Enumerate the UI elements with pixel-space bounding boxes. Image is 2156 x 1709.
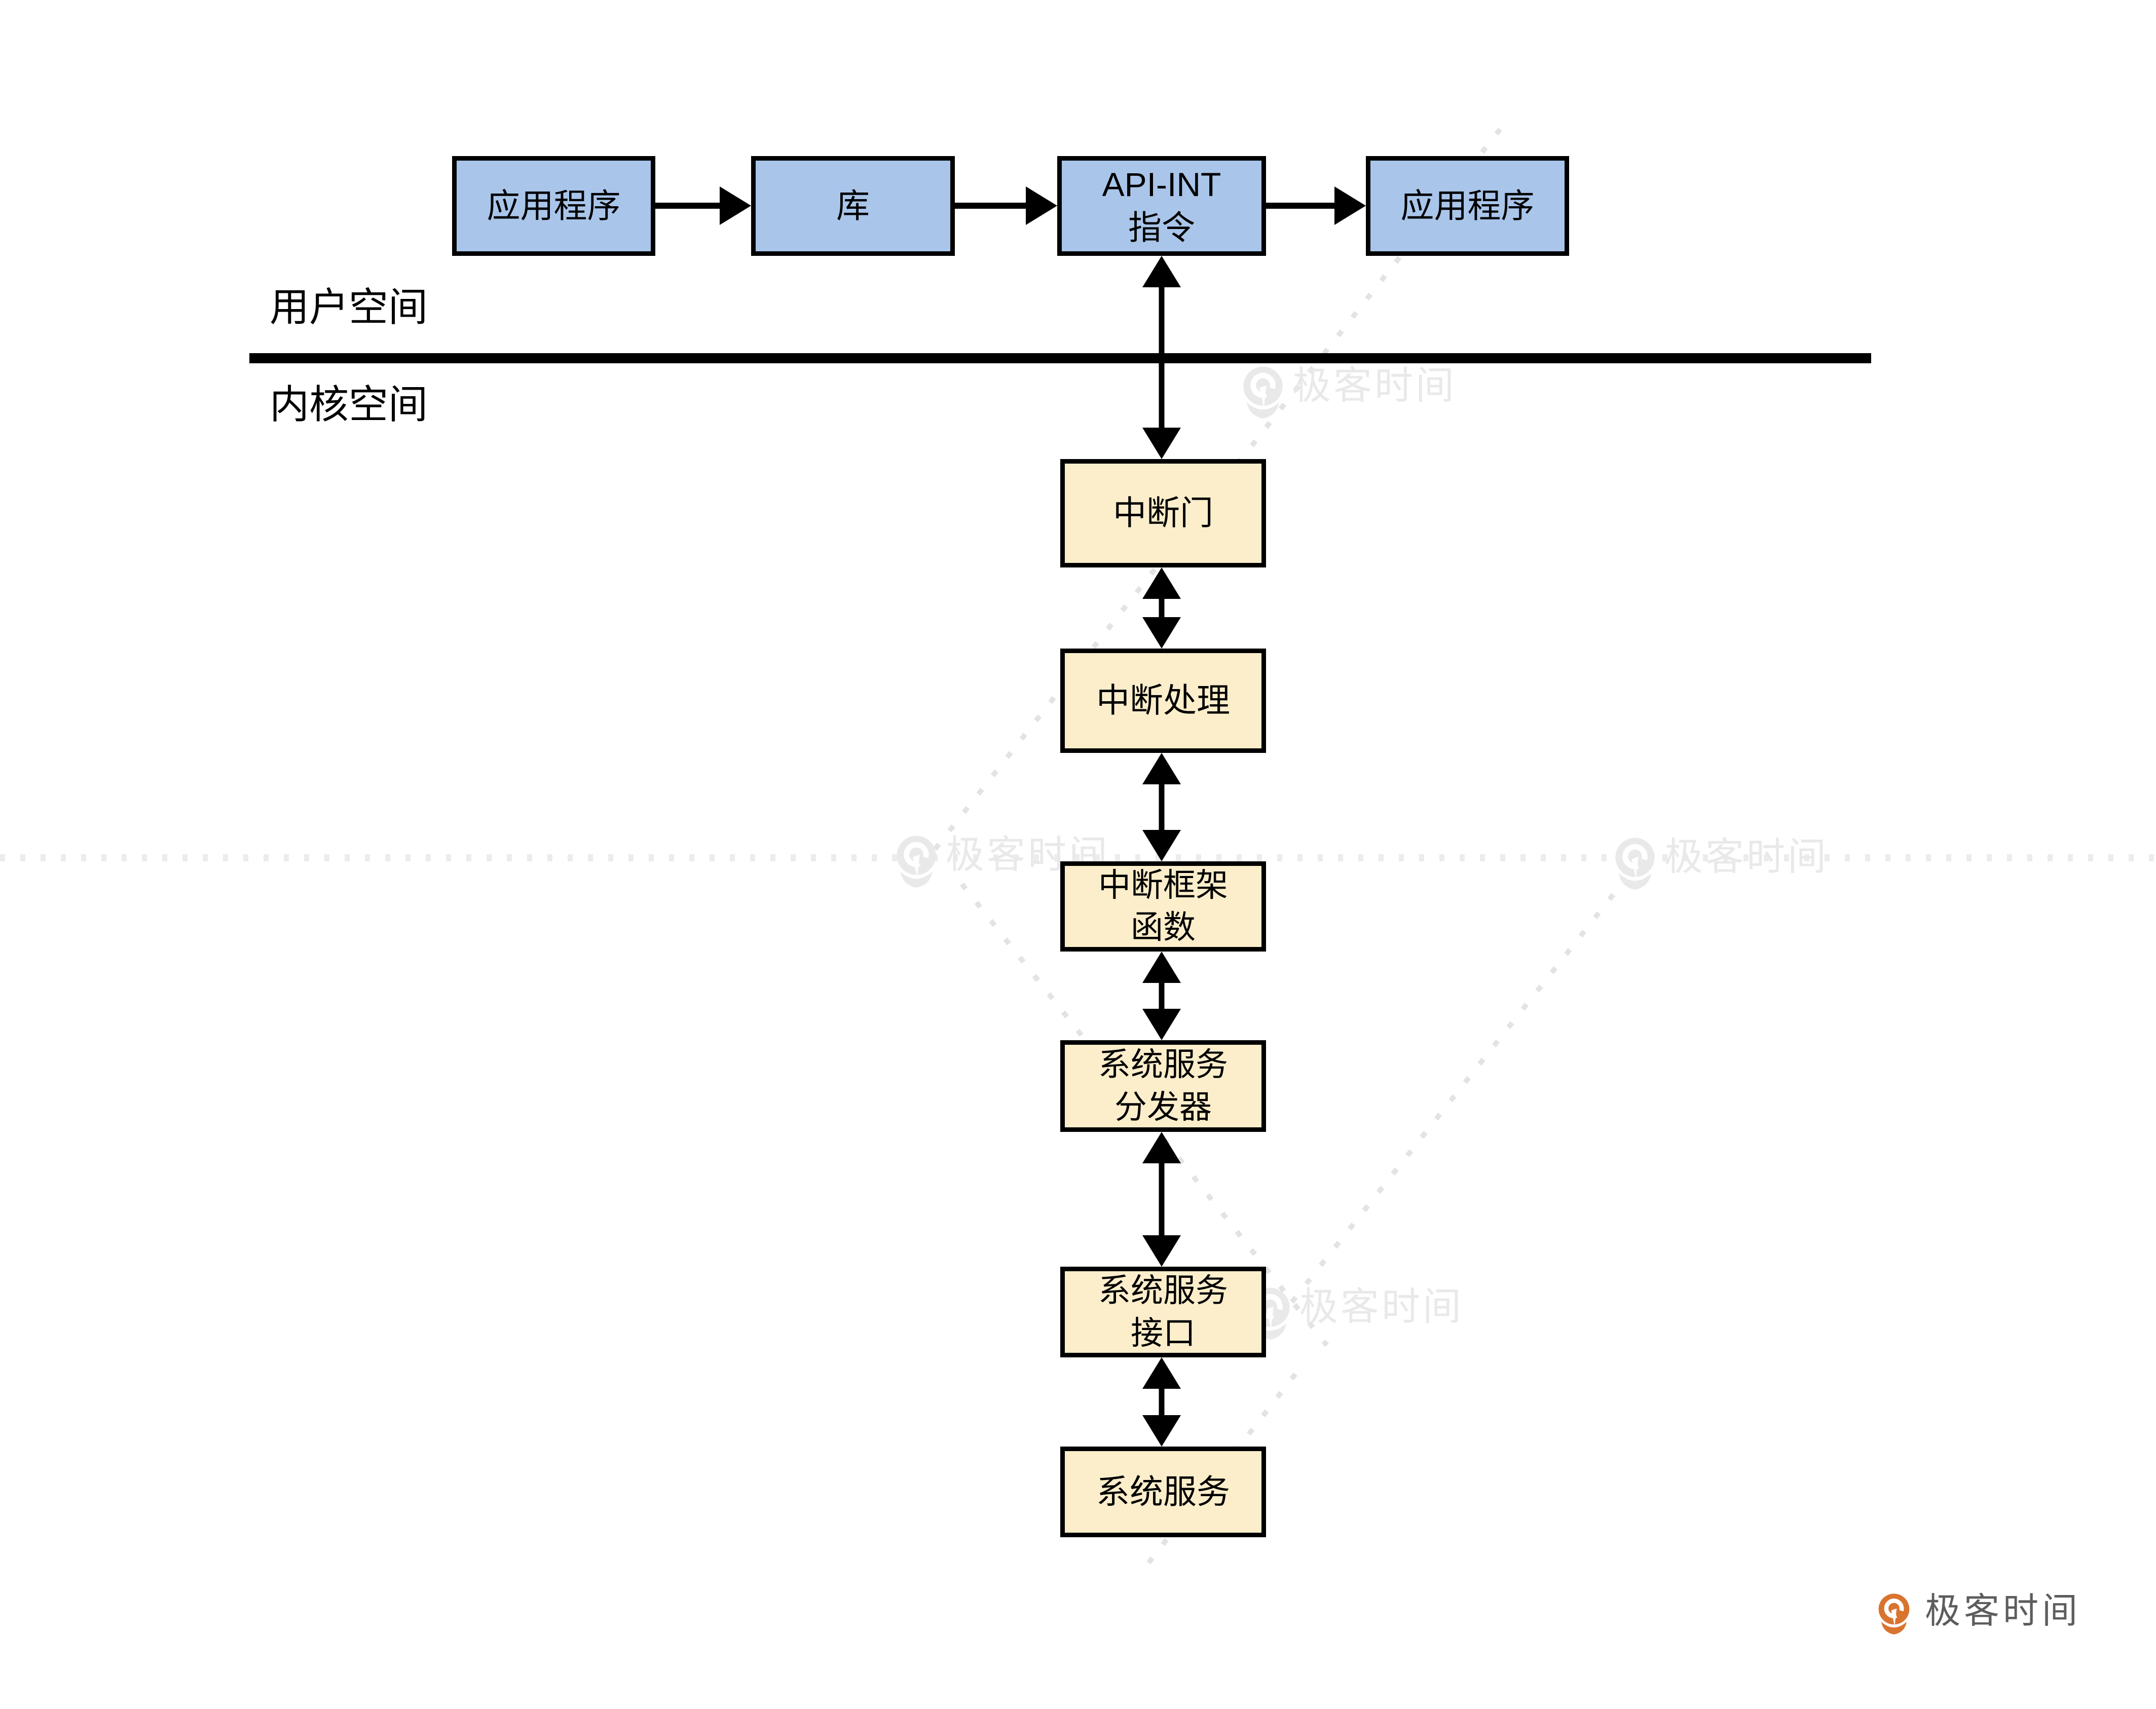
box-system-service: 系统服务 [1060,1447,1266,1537]
watermark: 极客时间 [1614,837,1829,892]
geektime-logo-icon [1614,837,1656,892]
watermark-label: 极客时间 [1299,1285,1464,1328]
arrow-dispatcher-interface [1142,1132,1181,1267]
brand-footer: 极客时间 [1877,1593,2081,1637]
box-system-service-interface: 系统服务 接口 [1060,1267,1266,1357]
user-space-label: 用户空间 [270,285,428,329]
arrow-app-to-lib [655,186,751,225]
user-kernel-divider [249,353,1871,363]
box-application-2: 应用程序 [1366,156,1569,256]
arrow-handler-frame [1142,753,1181,861]
box-library: 库 [751,156,955,256]
brand-label: 极客时间 [1925,1591,2081,1630]
arrow-lib-to-apiint [955,186,1057,225]
box-interrupt-frame-functions: 中断框架 函数 [1060,861,1266,952]
geektime-logo-icon [1877,1593,1911,1637]
geektime-logo-icon [895,835,938,890]
box-api-int-instruction: API-INT 指令 [1057,156,1266,256]
arrow-frame-dispatcher [1142,952,1181,1040]
watermark-label: 极客时间 [1292,364,1457,407]
watermark-label: 极客时间 [1664,835,1829,879]
watermark: 极客时间 [1242,366,1457,421]
box-interrupt-gate: 中断门 [1060,459,1266,567]
arrow-gate-handler [1142,567,1181,649]
box-system-service-dispatcher: 系统服务 分发器 [1060,1040,1266,1132]
geektime-logo-icon [1242,366,1284,421]
kernel-space-label: 内核空间 [270,382,428,427]
arrow-apiint-to-app [1266,186,1366,225]
watermark: 极客时间 [1249,1287,1464,1342]
box-interrupt-handler: 中断处理 [1060,649,1266,753]
box-application-1: 应用程序 [452,156,655,256]
arrow-interface-service [1142,1357,1181,1447]
